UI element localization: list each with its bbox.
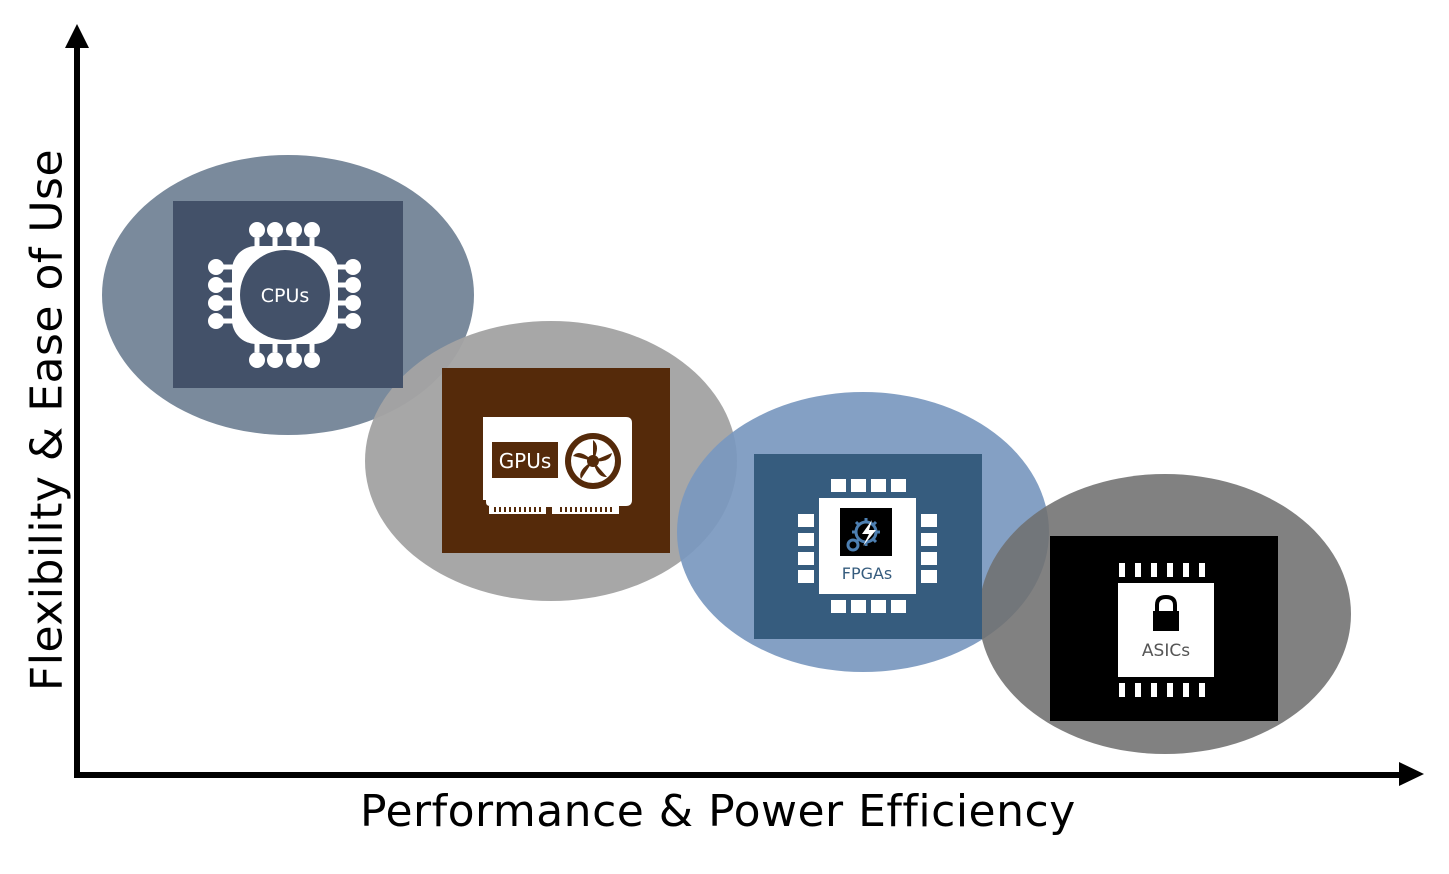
fpga-chip-icon: [798, 479, 937, 613]
x-axis-label: Performance & Power Efficiency: [360, 786, 1076, 837]
cpu-tile: CPUs: [173, 201, 403, 388]
graphics-card-icon: [483, 417, 632, 514]
y-axis-label: Flexibility & Ease of Use: [21, 148, 73, 692]
cpu-chip-icon: [208, 222, 361, 368]
y-axis-arrow-icon: [65, 24, 89, 48]
fpga-label: FPGAs: [842, 564, 893, 583]
lightning-icon: [862, 520, 876, 546]
asic-label: ASICs: [1142, 641, 1190, 661]
gpu-label: GPUs: [499, 449, 552, 473]
axes: [65, 24, 1424, 786]
lock-icon: [1153, 594, 1179, 631]
cpu-label: CPUs: [261, 285, 310, 307]
asic-chip-icon: [1118, 563, 1214, 697]
gpu-tile: GPUs: [442, 368, 670, 553]
fpga-tile: FPGAs: [754, 454, 982, 639]
fan-icon: [565, 433, 621, 489]
asic-tile: ASICs: [1050, 536, 1278, 721]
x-axis-arrow-icon: [1399, 762, 1424, 786]
